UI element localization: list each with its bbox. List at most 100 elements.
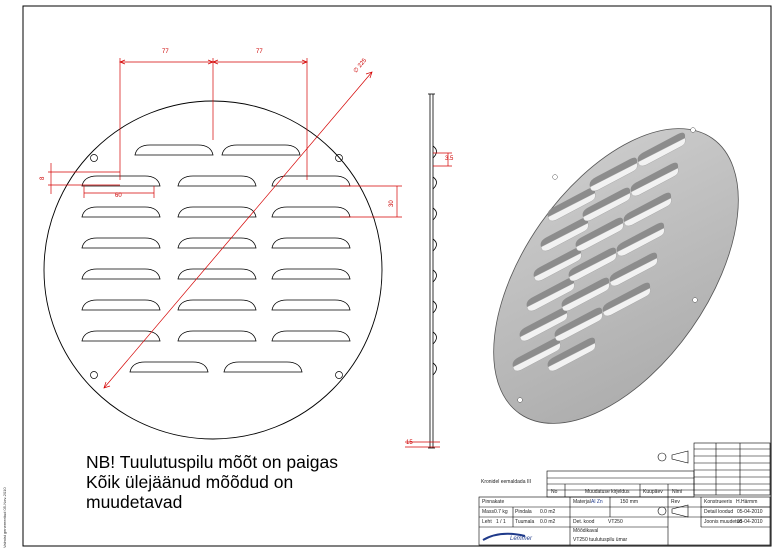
mounting-hole bbox=[690, 127, 696, 133]
slot-row-top bbox=[134, 144, 301, 156]
note-line: NB! Tuulutuspilu mõõt on paigas bbox=[86, 452, 338, 472]
side-louver bbox=[432, 362, 437, 376]
louver-slot bbox=[271, 299, 351, 311]
designer-value: H.Härmm bbox=[736, 499, 758, 505]
louver-slot bbox=[271, 330, 351, 342]
side-louver bbox=[432, 331, 437, 345]
module-label: Mõõdikaval bbox=[573, 528, 599, 534]
dim-slot-length: 60 bbox=[115, 193, 122, 199]
louver-slot bbox=[177, 175, 257, 187]
det-code-label: Det. kood bbox=[573, 519, 595, 525]
title-block bbox=[478, 442, 771, 546]
louver-slot bbox=[177, 268, 257, 280]
slot-grid bbox=[81, 175, 351, 342]
iso-louver bbox=[554, 307, 603, 342]
size-value: 150 mm bbox=[620, 499, 639, 505]
dim-plate-edge: 15 bbox=[406, 440, 413, 446]
louver-slot bbox=[221, 144, 301, 156]
rev-label: Rev bbox=[671, 499, 680, 505]
modified-label: Joonis muudetud bbox=[704, 519, 743, 525]
rev-date-header: Kuupäev bbox=[643, 489, 663, 495]
projection-symbol-icon bbox=[657, 450, 689, 518]
area-value: 0.0 m2 bbox=[540, 509, 556, 515]
material-value: Al Zn bbox=[591, 499, 603, 505]
created-value: 05-04-2010 bbox=[737, 509, 763, 515]
louver-slot bbox=[177, 237, 257, 249]
side-view bbox=[428, 93, 437, 449]
iso-louver bbox=[582, 187, 631, 222]
louver-slot bbox=[129, 361, 209, 373]
iso-louver bbox=[533, 247, 582, 282]
generated-note: Valmist genereeritud 05-Nov-2010 bbox=[2, 487, 7, 548]
rev-sign-header: Nimi bbox=[672, 489, 682, 495]
louver-slot bbox=[81, 237, 161, 249]
iso-louver bbox=[623, 192, 672, 227]
revision-area-label: Kronidel eemaldada III bbox=[481, 479, 532, 485]
louver-slot bbox=[177, 299, 257, 311]
mounting-hole bbox=[90, 154, 98, 162]
iso-louver bbox=[547, 337, 596, 372]
louver-slot bbox=[81, 330, 161, 342]
louver-slot bbox=[81, 299, 161, 311]
iso-louver bbox=[616, 222, 665, 257]
design-note: NB! Tuulutuspilu mõõt on paigas Kõik üle… bbox=[86, 452, 338, 512]
louver-slot bbox=[81, 268, 161, 280]
iso-plate bbox=[493, 128, 739, 424]
iso-slots bbox=[512, 132, 686, 372]
side-louver bbox=[432, 176, 437, 190]
iso-louver bbox=[637, 132, 686, 167]
modified-value: 05-04-2010 bbox=[737, 519, 763, 525]
scale-value: 0.0 m2 bbox=[540, 519, 556, 525]
mounting-hole bbox=[335, 371, 343, 379]
louver-slot bbox=[177, 206, 257, 218]
iso-louver bbox=[575, 217, 624, 252]
sheet-value: 1 / 1 bbox=[496, 519, 506, 525]
isometric-view bbox=[493, 127, 739, 424]
louver-slot bbox=[81, 175, 161, 187]
rev-desc-header: Muudatuse kirjeldus bbox=[585, 489, 630, 495]
drawing-frame bbox=[22, 5, 772, 547]
material-label: Materjal bbox=[573, 499, 591, 505]
iso-louver bbox=[547, 187, 596, 222]
side-louver bbox=[432, 207, 437, 221]
part-name-label: Pinnakate bbox=[482, 499, 505, 505]
mass-label: Mass bbox=[482, 509, 494, 515]
dim-row-pitch: 30 bbox=[389, 200, 395, 207]
iso-louver bbox=[512, 337, 561, 372]
iso-louver bbox=[519, 307, 568, 342]
side-louvers bbox=[432, 145, 437, 376]
iso-louver bbox=[561, 277, 610, 312]
louver-slot bbox=[271, 175, 351, 187]
iso-louver bbox=[630, 162, 679, 197]
dim-slot-height: 8 bbox=[40, 176, 46, 180]
side-louver bbox=[432, 300, 437, 314]
dim-pitch-left: 77 bbox=[162, 49, 169, 55]
louver-slot bbox=[134, 144, 214, 156]
side-dimensions bbox=[405, 152, 452, 448]
sheet-label: Leht bbox=[482, 519, 492, 525]
note-line: muudetavad bbox=[86, 492, 183, 512]
brand-name: Lemmer bbox=[510, 536, 533, 542]
created-label: Detail loodud bbox=[704, 509, 734, 515]
louver-slot bbox=[271, 206, 351, 218]
louver-slot bbox=[271, 237, 351, 249]
det-code-value: VT250 bbox=[608, 519, 623, 525]
iso-louver bbox=[526, 277, 575, 312]
designer-label: Konstrueeris bbox=[704, 499, 733, 505]
louver-slot bbox=[177, 330, 257, 342]
brand-logo-icon bbox=[482, 532, 526, 541]
mounting-hole bbox=[692, 297, 698, 303]
dimension-lines bbox=[48, 58, 402, 389]
front-view bbox=[43, 58, 402, 440]
mounting-hole bbox=[335, 154, 343, 162]
drawing-title: VT250 tuulutuspilu ümar bbox=[573, 537, 628, 543]
note-line: Kõik ülejäänud mõõdud on bbox=[86, 472, 294, 492]
iso-louver bbox=[568, 247, 617, 282]
scale-label: Tuumala bbox=[515, 519, 535, 525]
mounting-hole bbox=[552, 174, 558, 180]
side-louver bbox=[432, 145, 437, 159]
mass-value: 0.7 kg bbox=[494, 509, 508, 515]
iso-louver bbox=[540, 217, 589, 252]
area-label: Pindala bbox=[515, 509, 532, 515]
